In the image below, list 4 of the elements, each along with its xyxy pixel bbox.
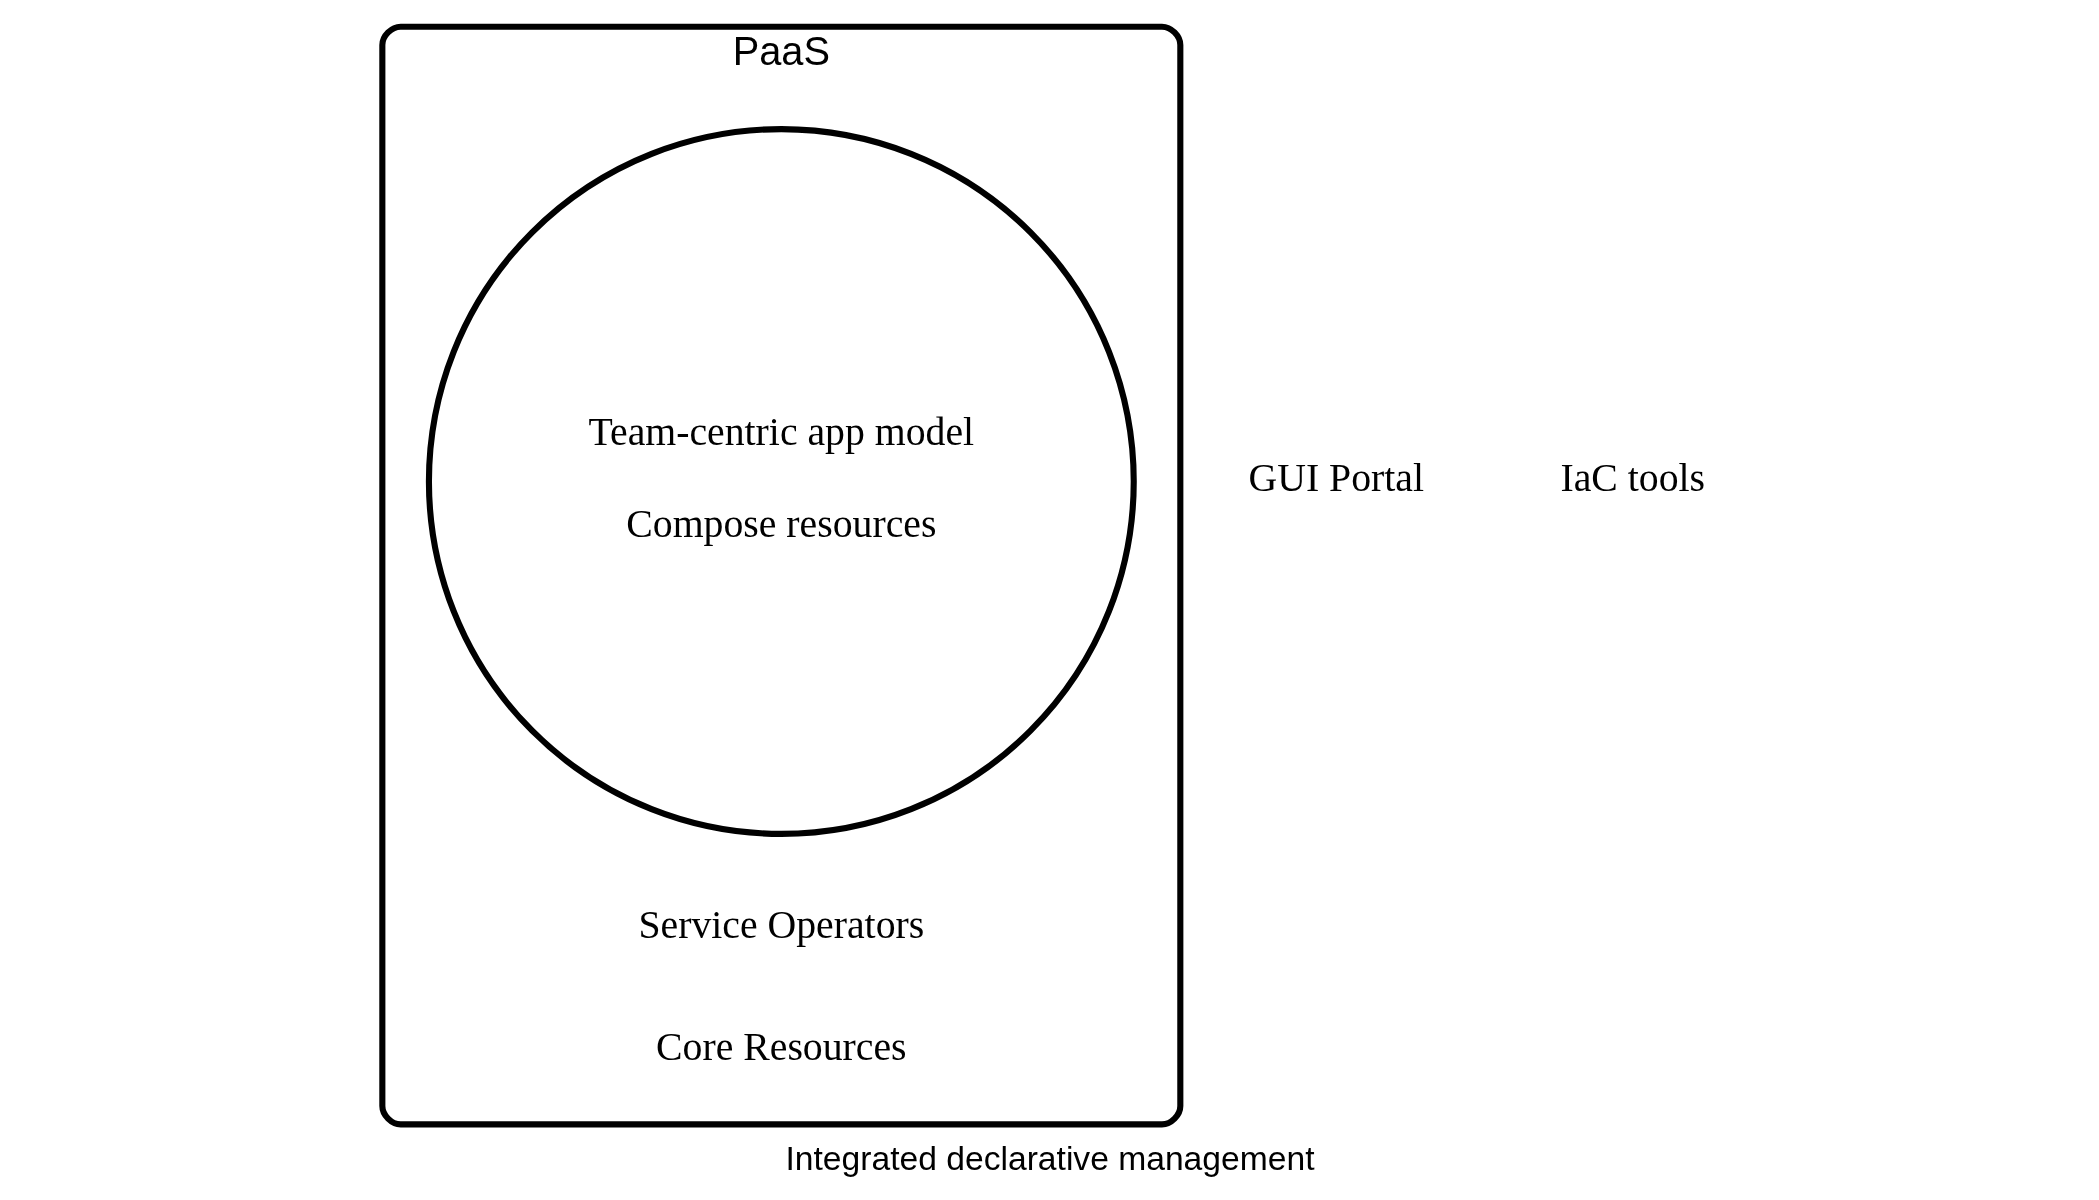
label: GUI Portal [1248, 456, 1424, 501]
label: IaC tools [1560, 456, 1705, 501]
caption: Integrated declarative management [785, 1139, 1314, 1177]
node-circle: Team-centric app model Compose resources [425, 126, 1137, 837]
